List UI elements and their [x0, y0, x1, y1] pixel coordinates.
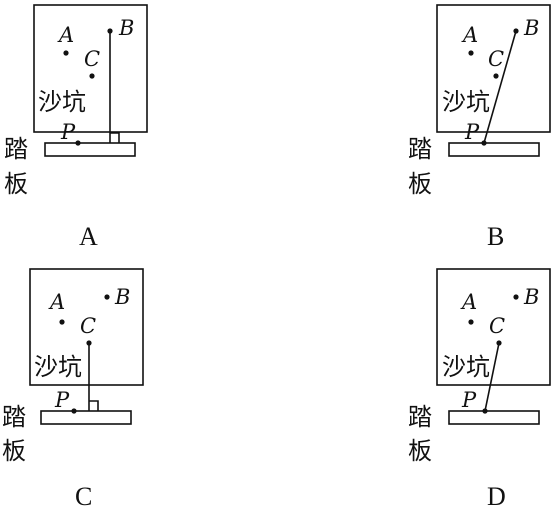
point-c-dot [493, 73, 499, 79]
label-a: A [48, 290, 65, 314]
label-b: B [523, 16, 539, 40]
board-label-top: 踏 [2, 403, 26, 431]
point-a-dot [59, 319, 65, 325]
label-b: B [118, 16, 134, 40]
label-b: B [523, 285, 539, 309]
panel-d-points [468, 294, 519, 414]
label-a: A [460, 290, 477, 314]
label-a: A [461, 23, 478, 47]
panel-a-points [63, 28, 113, 146]
sandpit-label: 沙坑 [442, 88, 490, 116]
label-c: C [84, 47, 100, 71]
option-b-label: B [487, 222, 504, 251]
label-b: B [114, 285, 130, 309]
sandpit-box [436, 4, 551, 133]
board-label-top: 踏 [4, 135, 28, 163]
board-label-top: 踏 [408, 135, 432, 163]
sandpit-label: 沙坑 [38, 88, 86, 116]
label-c: C [80, 314, 96, 338]
point-a-dot [468, 50, 474, 56]
point-b-dot [513, 28, 519, 34]
measure-line [484, 342, 500, 412]
takeoff-board [448, 142, 540, 157]
takeoff-board [448, 410, 540, 425]
point-c-dot [89, 73, 95, 79]
label-p: P [464, 120, 480, 144]
point-p-dot [75, 140, 81, 146]
sandpit-box [33, 4, 148, 133]
takeoff-board [44, 142, 136, 157]
point-a-dot [63, 50, 69, 56]
label-p: P [60, 120, 76, 144]
option-a-label: A [79, 222, 98, 251]
option-c-label: C [75, 482, 92, 511]
point-p-dot [71, 408, 77, 414]
panel-d [436, 268, 551, 425]
point-a-dot [468, 319, 474, 325]
board-label-bottom: 板 [4, 170, 28, 198]
board-label-top: 踏 [408, 403, 432, 431]
label-c: C [488, 47, 504, 71]
label-a: A [57, 23, 74, 47]
panel-a [33, 4, 148, 157]
panel-b [436, 4, 551, 157]
panel-b-points [468, 28, 519, 146]
point-c-dot [86, 340, 92, 346]
label-c: C [489, 314, 505, 338]
point-c-dot [496, 340, 502, 346]
takeoff-board [40, 410, 132, 425]
point-p-dot [482, 408, 488, 414]
measure-line [483, 30, 517, 144]
panel-c [29, 268, 144, 425]
right-angle-mark [89, 400, 99, 411]
board-label-bottom: 板 [408, 170, 432, 198]
point-p-dot [481, 140, 487, 146]
sandpit-box [436, 268, 551, 386]
label-p: P [461, 388, 477, 412]
panel-c-points [59, 294, 110, 414]
point-b-dot [107, 28, 113, 34]
right-angle-mark [110, 132, 120, 143]
board-label-bottom: 板 [408, 437, 432, 465]
sandpit-label: 沙坑 [34, 353, 82, 381]
board-label-bottom: 板 [2, 437, 26, 465]
sandpit-label: 沙坑 [442, 353, 490, 381]
sandpit-box [29, 268, 144, 386]
point-b-dot [104, 294, 110, 300]
option-d-label: D [487, 482, 506, 511]
label-p: P [54, 388, 70, 412]
point-b-dot [513, 294, 519, 300]
